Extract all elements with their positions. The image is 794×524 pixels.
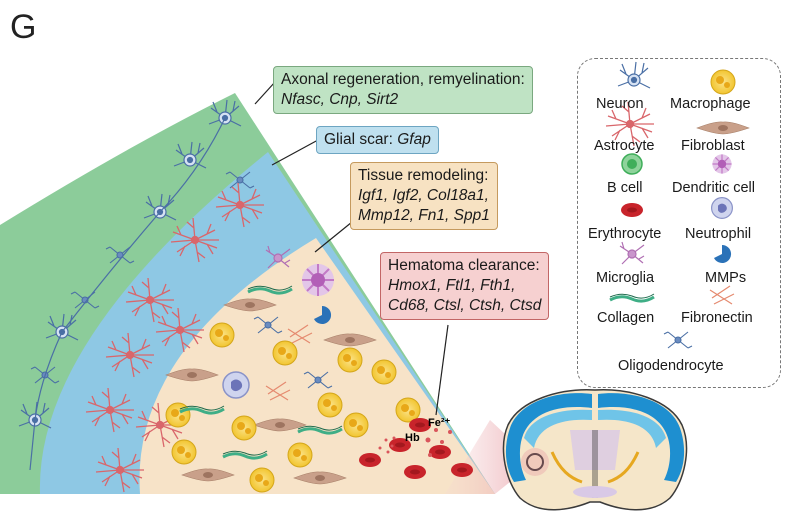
legend-icons bbox=[605, 61, 750, 349]
core-cells bbox=[165, 245, 473, 493]
axonal-regeneration-label: Axonal regeneration, remyelination: Nfas… bbox=[273, 66, 533, 114]
tissue-remodeling-label: Tissue remodeling: Igf1, Igf2, Col18a1, … bbox=[350, 162, 498, 230]
glial-scar-label: Glial scar: Gfap bbox=[316, 126, 439, 154]
hematoma-title: Hematoma clearance: bbox=[388, 257, 540, 274]
core-lesion-zone bbox=[139, 238, 495, 494]
glial-genes: Gfap bbox=[397, 131, 431, 148]
legend-label-dendritic-cell: Dendritic cell bbox=[672, 180, 755, 196]
legend-label-erythrocyte: Erythrocyte bbox=[588, 226, 662, 242]
cell-type-legend bbox=[577, 58, 781, 388]
b-cell-icon bbox=[621, 153, 643, 175]
glial-title: Glial scar: bbox=[324, 131, 393, 148]
legend-label-macrophage: Macrophage bbox=[670, 96, 751, 112]
brain-section-icon bbox=[502, 389, 688, 511]
hematoma-clearance-label: Hematoma clearance: Hmox1, Ftl1, Fth1, C… bbox=[380, 252, 550, 320]
legend-label-oligodendrocyte: Oligodendrocyte bbox=[618, 358, 724, 374]
legend-label-microglia: Microglia bbox=[596, 270, 655, 286]
legend-label-mmps: MMPs bbox=[705, 270, 747, 286]
axonal-genes: Nfasc, Cnp, Sirt2 bbox=[281, 91, 399, 108]
legend-label-b-cell: B cell bbox=[607, 180, 643, 196]
tissue-title: Tissue remodeling: bbox=[358, 167, 489, 184]
legend-label-fibronectin: Fibronectin bbox=[681, 310, 753, 326]
panel-letter: G bbox=[10, 8, 37, 46]
legend-label-collagen: Collagen bbox=[597, 310, 655, 326]
legend-label-neuron: Neuron bbox=[596, 96, 644, 112]
hematoma-genes-line1: Hmox1, Ftl1, Fth1, bbox=[388, 277, 516, 294]
axonal-title: Axonal regeneration, remyelination: bbox=[281, 71, 525, 88]
tissue-genes-line2: Mmp12, Fn1, Spp1 bbox=[358, 207, 490, 224]
tissue-genes-line1: Igf1, Igf2, Col18a1, bbox=[358, 187, 489, 204]
leader-lines bbox=[254, 81, 449, 416]
hb-label: Hb bbox=[405, 432, 420, 444]
legend-label-astrocyte: Astrocyte bbox=[594, 138, 655, 154]
legend-label-fibroblast: Fibroblast bbox=[681, 138, 745, 154]
fe-label: Fe²⁺ bbox=[428, 417, 451, 429]
hematoma-genes-line2: Cd68, Ctsl, Ctsh, Ctsd bbox=[388, 297, 542, 314]
legend-label-neutrophil: Neutrophil bbox=[685, 226, 752, 242]
neuron-cells bbox=[18, 99, 255, 471]
